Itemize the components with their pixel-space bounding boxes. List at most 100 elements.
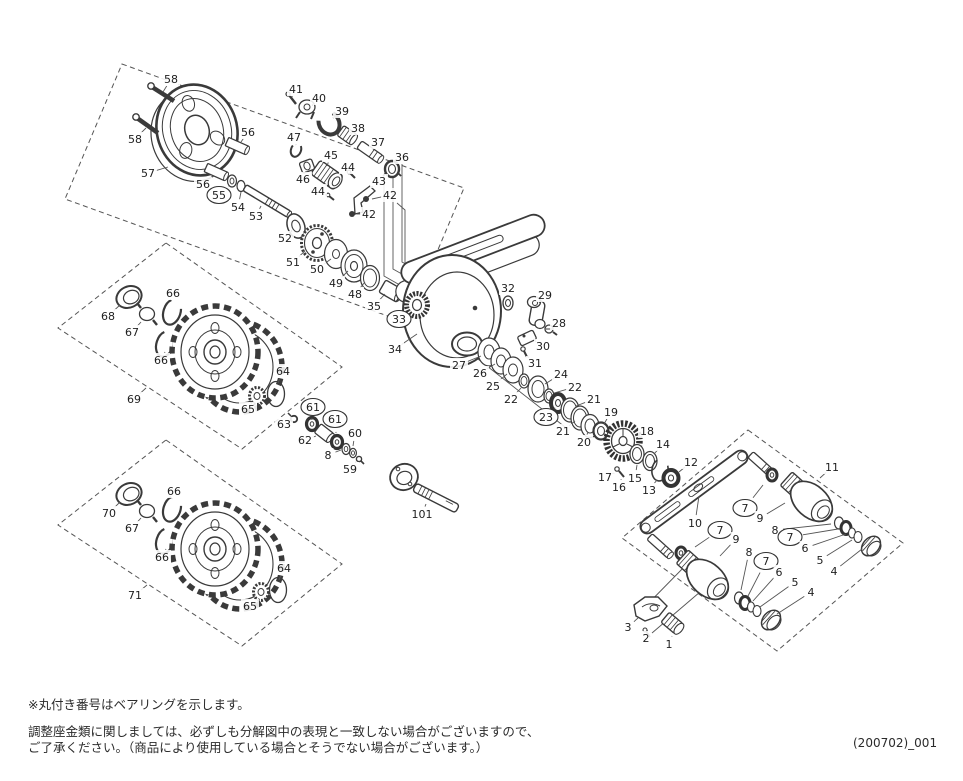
part-label: 9 bbox=[719, 532, 742, 557]
part-label: 12 bbox=[678, 455, 700, 473]
body-front-boss bbox=[451, 331, 483, 357]
worm-gear-45 bbox=[311, 160, 343, 190]
svg-text:67: 67 bbox=[125, 326, 139, 339]
part-label: 4 bbox=[776, 585, 817, 615]
part-label: 5 bbox=[759, 575, 801, 608]
bearing-61a bbox=[304, 415, 320, 433]
washer-32 bbox=[502, 295, 514, 311]
spring-clip-66 bbox=[161, 298, 183, 326]
star-drag-lever bbox=[633, 596, 685, 638]
part-label: 31 bbox=[526, 355, 544, 370]
part-label: 21 bbox=[575, 392, 603, 407]
svg-text:61: 61 bbox=[328, 413, 342, 426]
svg-text:8: 8 bbox=[325, 449, 332, 462]
svg-text:32: 32 bbox=[501, 282, 515, 295]
svg-text:41: 41 bbox=[289, 83, 303, 96]
bearing-part-label: 7 bbox=[777, 527, 839, 547]
drag-disc-front bbox=[169, 303, 261, 401]
svg-text:48: 48 bbox=[348, 288, 362, 301]
spool-assembly bbox=[132, 82, 239, 183]
svg-text:10: 10 bbox=[688, 517, 702, 530]
screw-16 bbox=[614, 466, 625, 478]
svg-text:7: 7 bbox=[763, 555, 770, 568]
svg-text:62: 62 bbox=[298, 434, 312, 447]
svg-text:44: 44 bbox=[311, 185, 325, 198]
handle-knob-9-upper bbox=[780, 472, 834, 523]
knob-cap-4-lower bbox=[760, 609, 782, 631]
bearing-part-label: 55 bbox=[206, 185, 232, 205]
svg-text:67: 67 bbox=[125, 522, 139, 535]
part-label: 58 bbox=[126, 127, 147, 146]
part-label: 48 bbox=[346, 281, 366, 301]
part-label: 34 bbox=[386, 333, 418, 356]
svg-text:50: 50 bbox=[310, 263, 324, 276]
part-label: 40 bbox=[310, 91, 328, 106]
bearing-12 bbox=[661, 468, 681, 488]
knob-shim-chain-upper bbox=[833, 516, 863, 544]
washer-60 bbox=[349, 447, 358, 459]
knob-bearing-7-upper bbox=[765, 467, 779, 483]
svg-text:56: 56 bbox=[196, 178, 210, 191]
part-label: 44 bbox=[309, 184, 328, 198]
part-label: 67 bbox=[123, 517, 142, 535]
drag-cap-70 bbox=[115, 482, 143, 506]
part-label: 25 bbox=[484, 373, 508, 393]
bearing-part-label: 7 bbox=[747, 551, 779, 597]
svg-text:19: 19 bbox=[604, 406, 618, 419]
bearing-part-label: 7 bbox=[732, 484, 764, 518]
part-label: 3 bbox=[622, 617, 639, 634]
svg-text:7: 7 bbox=[742, 502, 749, 515]
document-code: (200702)_001 bbox=[853, 736, 938, 750]
svg-text:8: 8 bbox=[746, 546, 753, 559]
part-label: 6 bbox=[799, 533, 847, 555]
disclaimer-line-1: 調整座金類に関しましては、必ずしも分解図中の表現と一致しない場合がございますので… bbox=[28, 724, 540, 739]
knob-shim-chain-lower bbox=[733, 591, 762, 618]
part-label: 50 bbox=[308, 258, 332, 276]
svg-text:64: 64 bbox=[277, 562, 291, 575]
svg-text:4: 4 bbox=[808, 586, 815, 599]
drag-gear-65 bbox=[252, 582, 270, 602]
svg-text:11: 11 bbox=[825, 461, 839, 474]
svg-text:69: 69 bbox=[127, 393, 141, 406]
part-label: 51 bbox=[284, 250, 306, 269]
clicker-cluster bbox=[502, 295, 558, 358]
svg-text:71: 71 bbox=[128, 589, 142, 602]
ribbed-sleeve-38 bbox=[337, 125, 359, 146]
part-label: 64 bbox=[274, 364, 292, 384]
washer-14 bbox=[642, 450, 658, 472]
drive-train bbox=[477, 337, 681, 488]
svg-text:21: 21 bbox=[587, 393, 601, 406]
part-label: 101 bbox=[409, 503, 435, 521]
svg-text:33: 33 bbox=[392, 313, 406, 326]
svg-text:40: 40 bbox=[312, 92, 326, 105]
drag-gear-65 bbox=[248, 386, 266, 406]
retainer-clip-47 bbox=[289, 142, 303, 158]
washer-55 bbox=[226, 174, 238, 188]
svg-text:39: 39 bbox=[335, 105, 349, 118]
drag-stack-lower bbox=[115, 482, 288, 612]
bearing-part-label: 7 bbox=[694, 520, 733, 548]
part-label: 24 bbox=[544, 367, 570, 385]
screw-31 bbox=[520, 346, 528, 358]
drag-pawl-67 bbox=[136, 302, 158, 326]
svg-text:34: 34 bbox=[388, 343, 402, 356]
svg-text:5: 5 bbox=[792, 576, 799, 589]
svg-text:42: 42 bbox=[362, 208, 376, 221]
bearing-61b bbox=[329, 433, 345, 451]
part-label: 64 bbox=[275, 561, 293, 581]
svg-text:7: 7 bbox=[787, 531, 794, 544]
part-label: 59 bbox=[341, 461, 359, 476]
svg-text:38: 38 bbox=[351, 122, 365, 135]
svg-text:68: 68 bbox=[101, 310, 115, 323]
drag-group-box-69 bbox=[57, 242, 343, 450]
o-ring-64 bbox=[266, 380, 286, 408]
bearing-part-label: 61 bbox=[300, 397, 326, 420]
part-label: 8 bbox=[322, 448, 342, 462]
spool-57 bbox=[150, 83, 239, 183]
svg-text:8: 8 bbox=[772, 524, 779, 537]
pinion-gear-33 bbox=[404, 291, 430, 319]
svg-text:3: 3 bbox=[625, 621, 632, 634]
part-label: 65 bbox=[241, 598, 259, 613]
svg-text:31: 31 bbox=[528, 357, 542, 370]
part-label: 62 bbox=[296, 433, 317, 447]
